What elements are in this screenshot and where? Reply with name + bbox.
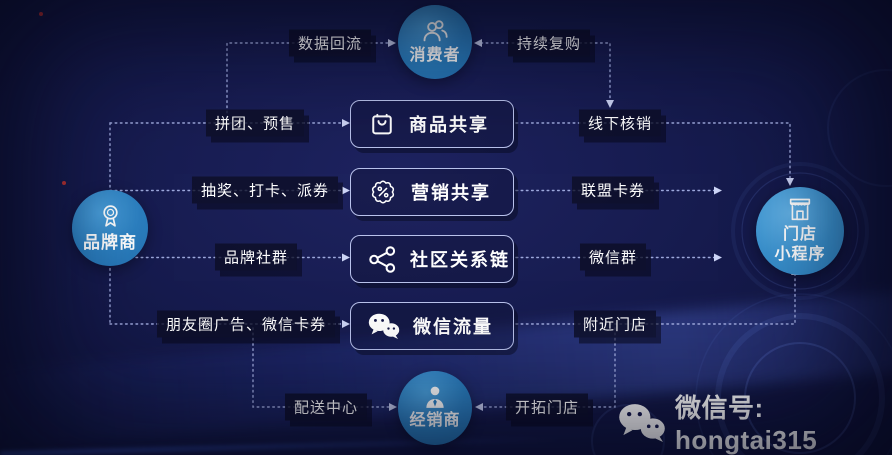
edge-label-group-presale: 拼团、预售 (205, 109, 305, 137)
edge-label-repeat-purchase: 持续复购 (507, 29, 591, 57)
medal-icon (97, 203, 124, 230)
node-label: 品牌商 (83, 232, 137, 252)
edge-label-brand-community: 品牌社群 (214, 243, 298, 271)
share-network-icon (368, 245, 397, 274)
box-product-sharing: 商品共享 (350, 100, 514, 148)
node-label-line2: 小程序 (774, 246, 826, 263)
arrow-into-box4 (342, 320, 350, 328)
wechat-id-text: 微信号: hongtai315 (675, 393, 818, 455)
arrow-into-consumer-left (388, 39, 396, 47)
node-distributor: 经销商 (398, 371, 472, 445)
background-noise-dot (39, 12, 43, 16)
edge-label-open-stores: 开拓门店 (505, 393, 589, 421)
box-label: 微信流量 (413, 317, 493, 337)
wechat-logo-icon (618, 402, 666, 443)
box-label: 社区关系链 (410, 250, 510, 270)
edge-label-moments-ads: 朋友圈广告、微信卡券 (156, 310, 336, 338)
shopping-bag-icon (368, 110, 396, 138)
edge-label-alliance-coupon: 联盟卡券 (571, 176, 655, 204)
node-label: 经销商 (409, 412, 461, 429)
arrow-into-box1 (342, 119, 350, 127)
node-store-miniprogram: 门店 小程序 (756, 187, 844, 275)
box-community-chain: 社区关系链 (350, 235, 514, 283)
box-label: 商品共享 (409, 115, 489, 135)
arrow-into-distributor-right (475, 403, 483, 411)
box-label: 营销共享 (411, 183, 491, 203)
box-marketing-sharing: 营销共享 (350, 168, 514, 216)
box-wechat-traffic: 微信流量 (350, 302, 514, 350)
users-group-icon (421, 18, 449, 44)
connector-row1-right (515, 122, 791, 180)
arrow-into-consumer-right (474, 39, 482, 47)
storefront-icon (786, 197, 814, 223)
connector-bottom-left (252, 327, 391, 408)
arrow-top-right-down (606, 100, 614, 108)
wechat-icon (368, 312, 400, 340)
arrowheads (342, 39, 799, 411)
arrow-into-store-top (786, 178, 794, 186)
arrow-row2-right (714, 186, 722, 195)
arrow-into-box3 (342, 253, 350, 262)
arrow-into-box2 (342, 186, 350, 195)
edge-label-wechat-group: 微信群 (579, 243, 647, 271)
footer-wechat-id: 微信号: hongtai315 (618, 388, 892, 455)
node-brand: 品牌商 (72, 190, 148, 266)
person-icon (422, 385, 448, 409)
arrow-into-distributor-left (389, 403, 397, 411)
node-label-line1: 门店 (782, 226, 817, 243)
edge-label-offline-redeem: 线下核销 (578, 109, 662, 137)
background-noise-dot (62, 181, 66, 185)
node-consumer: 消费者 (398, 5, 472, 79)
discount-badge-icon (368, 177, 398, 207)
edge-label-data-backflow: 数据回流 (288, 29, 372, 57)
edge-label-lottery-coupon: 抽奖、打卡、派券 (191, 176, 339, 204)
node-label: 消费者 (409, 47, 461, 64)
edge-label-distribution-center: 配送中心 (284, 393, 368, 421)
arrow-row3-right (714, 253, 722, 262)
edge-label-nearby-stores: 附近门店 (573, 310, 657, 338)
